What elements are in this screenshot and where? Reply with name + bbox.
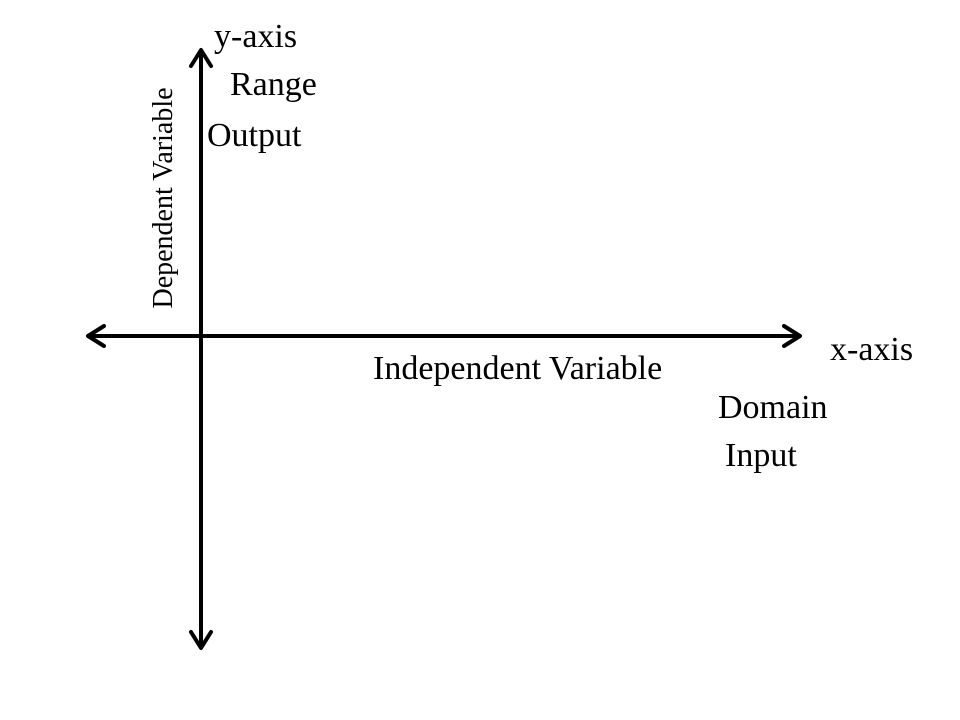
y-axis-top-arrowhead [189, 48, 213, 68]
input-label: Input [725, 437, 797, 474]
y-axis-bottom-arrowhead [189, 630, 213, 650]
independent-variable-label: Independent Variable [373, 350, 663, 387]
output-label: Output [207, 117, 302, 154]
y-axis-label: y-axis [214, 18, 298, 55]
x-axis-left-arrowhead [86, 324, 106, 348]
dependent-variable-label-container: Dependent Variable [146, 72, 182, 324]
dependent-variable-label: Dependent Variable [148, 87, 179, 309]
x-axis-right-arrowhead [782, 324, 802, 348]
x-axis-line [86, 324, 802, 348]
y-axis-line [189, 48, 213, 650]
domain-label: Domain [718, 389, 828, 426]
range-label: Range [230, 66, 317, 103]
x-axis-label: x-axis [830, 331, 914, 368]
